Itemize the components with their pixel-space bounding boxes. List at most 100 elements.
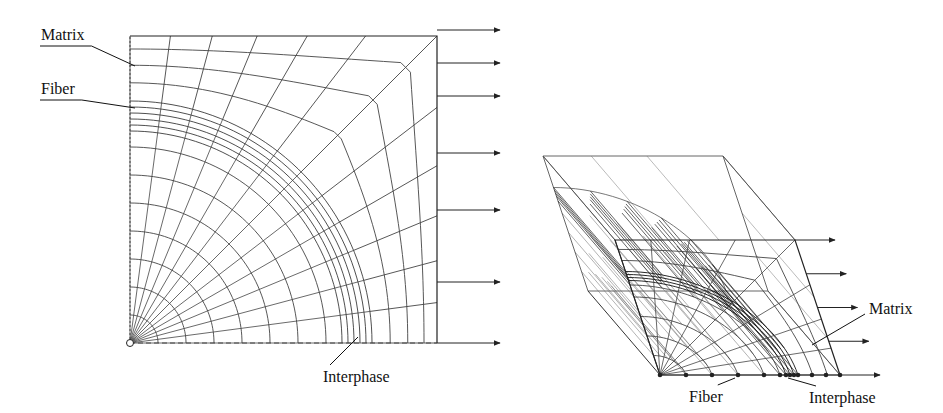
mesh-line	[723, 156, 795, 240]
mesh-line	[130, 147, 326, 343]
mesh-node	[784, 373, 789, 378]
load-arrow	[437, 282, 500, 283]
mesh-line	[647, 156, 719, 240]
mesh-line	[591, 156, 663, 240]
mesh-line	[557, 197, 629, 281]
leader-line	[40, 46, 135, 66]
mesh-line	[677, 246, 749, 330]
mesh-node	[736, 373, 741, 378]
leader-line	[812, 314, 865, 345]
part-label: Interphase	[808, 389, 877, 407]
planar-mesh	[127, 30, 501, 347]
mesh-line	[660, 319, 821, 375]
mesh-line	[660, 240, 795, 375]
mesh-line	[223, 36, 258, 119]
mesh-line	[659, 220, 731, 304]
load-arrow	[437, 30, 500, 31]
mesh-line	[193, 36, 213, 109]
mesh-line	[558, 201, 630, 285]
mesh-line	[590, 197, 662, 281]
mesh-line	[370, 303, 437, 312]
mesh-line	[690, 239, 762, 323]
mesh-node	[810, 373, 815, 378]
mesh-line	[562, 213, 634, 297]
load-arrow	[437, 63, 500, 64]
mesh-line	[364, 261, 437, 281]
mesh-line	[543, 156, 615, 240]
part-label: Matrix	[40, 26, 86, 44]
mesh-line	[277, 36, 365, 151]
mesh-line	[130, 109, 193, 343]
mesh-node	[788, 373, 793, 378]
mesh-node	[796, 373, 801, 378]
mesh-line	[615, 240, 840, 375]
mesh-line	[130, 250, 354, 343]
mesh-line	[622, 213, 694, 297]
mesh-line	[661, 218, 733, 302]
mesh-line	[603, 257, 675, 341]
mesh-line	[582, 272, 654, 356]
mesh-line	[723, 156, 795, 240]
leader-line	[40, 100, 135, 108]
mesh-line	[130, 119, 223, 343]
leader-line	[718, 378, 735, 385]
mesh-node	[778, 373, 783, 378]
mesh-node	[710, 373, 715, 378]
mesh-line	[130, 222, 340, 343]
mesh-line	[590, 191, 662, 275]
mesh-line	[660, 285, 810, 375]
mesh-node	[792, 373, 797, 378]
mesh-line	[130, 151, 277, 343]
mesh-line	[660, 240, 690, 375]
mesh-line	[354, 216, 437, 251]
solid-mesh	[543, 156, 880, 377]
mesh-node	[824, 373, 829, 378]
mesh-line	[251, 36, 307, 133]
mesh-line	[301, 36, 437, 172]
mesh-line	[543, 156, 615, 240]
mesh-line	[322, 107, 437, 195]
load-arrow	[437, 153, 500, 154]
load-arrow	[840, 375, 880, 376]
load-arrow	[437, 96, 500, 97]
mesh-line	[543, 156, 768, 291]
mesh-line	[692, 291, 764, 375]
mesh-line	[130, 103, 162, 343]
leader-line	[788, 378, 816, 386]
mesh-line	[588, 291, 660, 375]
mesh-line	[130, 343, 437, 344]
mesh-node	[658, 373, 663, 378]
mesh-line	[756, 255, 828, 339]
mesh-line	[555, 191, 627, 275]
part-label: Matrix	[868, 300, 914, 318]
mesh-line	[554, 188, 727, 292]
mesh-line	[554, 188, 626, 272]
mesh-node	[684, 373, 689, 378]
mesh-line	[130, 36, 131, 343]
mesh-node	[762, 373, 767, 378]
mesh-line	[130, 311, 370, 343]
mesh-line	[660, 240, 735, 375]
load-arrow	[829, 341, 869, 342]
load-arrow	[818, 307, 858, 308]
part-label: Interphase	[322, 368, 391, 386]
mesh-line	[130, 280, 364, 343]
mesh-line	[589, 253, 661, 337]
origin-dot	[127, 340, 134, 347]
load-arrow	[795, 240, 835, 241]
mesh-line	[130, 133, 251, 343]
mesh-line	[651, 240, 660, 375]
mesh-line	[130, 172, 301, 343]
load-arrow	[806, 273, 846, 274]
mesh-line	[627, 201, 699, 285]
load-arrow	[437, 343, 500, 344]
part-label: Fiber	[688, 388, 724, 406]
mesh-line	[575, 252, 647, 336]
mesh-line	[705, 266, 777, 350]
mesh-line	[162, 36, 171, 103]
mesh-line	[340, 166, 437, 222]
part-label: Fiber	[40, 80, 76, 98]
mesh-line	[556, 194, 628, 278]
mesh-line	[590, 194, 662, 278]
